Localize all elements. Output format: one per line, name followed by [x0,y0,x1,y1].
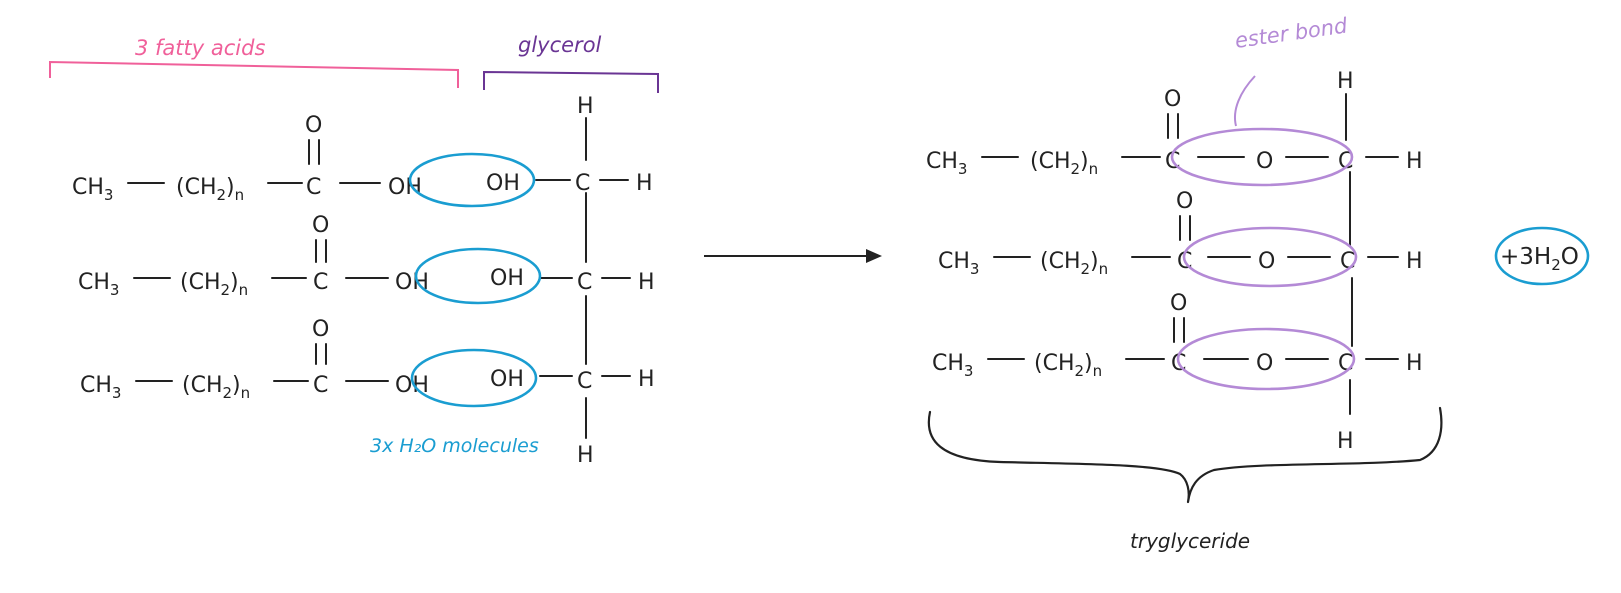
glycerol-top-h: H [1337,69,1354,94]
methyl-group: CH3 [926,149,967,178]
fatty-acid-row-1: CH3 (CH2)n O C OH OH C H [72,113,653,208]
reaction-arrow [704,249,882,263]
ester-ring-2 [1182,226,1358,288]
carboxyl-carbon: C [313,270,328,295]
fatty-acid-row-3: CH3 (CH2)n O C OH OH C H [80,317,655,408]
ester-ring-3 [1176,327,1356,391]
water-ring-2 [414,247,542,305]
glycerol-label: glycerol [518,33,602,57]
carboxyl-carbon: C [313,373,328,398]
glycerol-carbon: C [1338,149,1353,174]
methylene-chain: (CH2)n [176,175,244,204]
carbonyl-oxygen: O [1176,189,1193,214]
water-byproduct: +3H2O [1500,244,1579,274]
glycerol-hydroxyl: OH [490,266,524,291]
methylene-chain: (CH2)n [1040,249,1108,278]
glycerol-bracket [483,70,659,93]
fatty-acids-label: 3 fatty acids [135,36,265,60]
fatty-acid-row-2: CH3 (CH2)n O C OH OH C H [78,213,655,305]
ester-bond-pointer [1234,75,1256,127]
glycerol-carbon: C [575,171,590,196]
carbonyl-oxygen: O [1164,87,1181,112]
glycerol-hydrogen: H [636,171,653,196]
methyl-group: CH3 [932,351,973,380]
products-group: ester bond H H CH3 (CH2)n O C O C H [926,13,1590,553]
triglyceride-row-1: CH3 (CH2)n O C O C H [926,87,1423,187]
glycerol-hydrogen: H [1406,249,1423,274]
water-ring-3 [410,348,538,408]
carbonyl-oxygen: O [1170,291,1187,316]
glycerol-carbon: C [577,270,592,295]
ester-oxygen: O [1256,351,1273,376]
triglyceride-row-2: CH3 (CH2)n O C O C H [938,189,1423,288]
methyl-group: CH3 [72,175,113,204]
ester-bond-label: ester bond [1233,13,1349,53]
reactants-group: 3 fatty acids glycerol H H CH3 (CH2)n O … [49,33,659,468]
glycerol-bottom-h: H [577,443,594,468]
methyl-group: CH3 [938,249,979,278]
ester-oxygen: O [1258,249,1275,274]
triglyceride-label: tryglyceride [1130,529,1250,553]
methyl-group: CH3 [80,373,121,402]
hydroxyl-group: OH [395,270,429,295]
glycerol-hydroxyl: OH [486,171,520,196]
methyl-group: CH3 [78,270,119,299]
triglyceride-brace [927,406,1443,504]
glycerol-hydroxyl: OH [490,367,524,392]
fatty-acids-bracket [49,60,459,88]
glycerol-hydrogen: H [638,367,655,392]
methylene-chain: (CH2)n [180,270,248,299]
water-molecules-label: 3x H₂O molecules [370,435,539,457]
water-ring-1 [408,152,536,208]
byproduct-ring [1494,226,1590,286]
glycerol-hydrogen: H [638,270,655,295]
methylene-chain: (CH2)n [1034,351,1102,380]
carbonyl-oxygen: O [305,113,322,138]
glycerol-top-h: H [577,94,594,119]
arrow-head-icon [866,249,882,263]
carboxyl-carbon: C [306,175,321,200]
glycerol-hydrogen: H [1406,351,1423,376]
glycerol-hydrogen: H [1406,149,1423,174]
triglyceride-row-3: CH3 (CH2)n O C O C H [932,291,1423,391]
ester-oxygen: O [1256,149,1273,174]
ester-ring-1 [1170,127,1354,187]
glycerol-carbon: C [577,369,592,394]
carbonyl-oxygen: O [312,213,329,238]
glycerol-bottom-h: H [1337,429,1354,454]
methylene-chain: (CH2)n [182,373,250,402]
methylene-chain: (CH2)n [1030,149,1098,178]
hydroxyl-group: OH [388,175,422,200]
carbonyl-oxygen: O [312,317,329,342]
